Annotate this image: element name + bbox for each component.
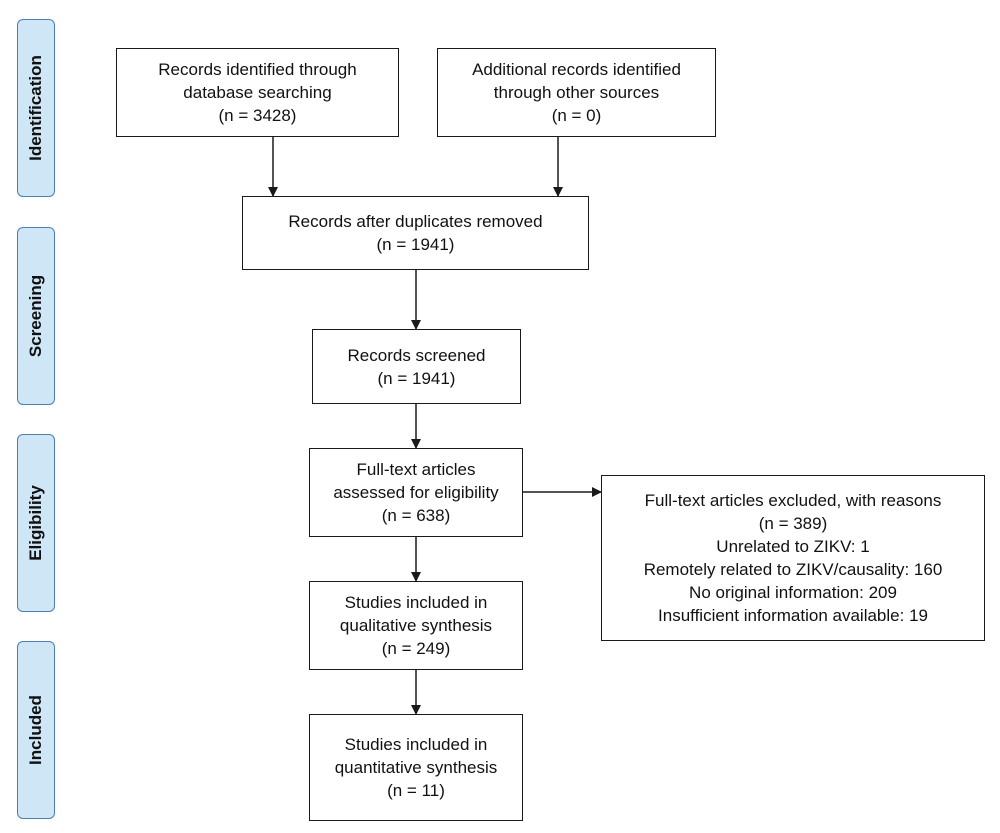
quantitative-count: (n = 11) — [387, 781, 445, 800]
quantitative-line1: Studies included in — [344, 735, 488, 754]
phase-screening: Screening — [17, 227, 55, 405]
excluded-reason: Unrelated to ZIKV: 1 — [716, 537, 870, 556]
full-text-assessed-box: Full-text articles assessed for eligibil… — [309, 448, 523, 537]
excluded-reason: Insufficient information available: 19 — [658, 606, 928, 625]
records-screened-box: Records screened (n = 1941) — [312, 329, 521, 404]
duplicates-removed-box: Records after duplicates removed (n = 19… — [242, 196, 589, 270]
database-search-line1: Records identified through — [158, 60, 357, 79]
full-text-count: (n = 638) — [381, 506, 451, 525]
duplicates-removed-line1: Records after duplicates removed — [288, 212, 543, 231]
excluded-reason: No original information: 209 — [689, 583, 897, 602]
database-search-line2: database searching — [183, 83, 332, 102]
excluded-reason: Remotely related to ZIKV/causality: 160 — [643, 560, 943, 579]
excluded-line1: Full-text articles excluded, with reason… — [644, 491, 942, 510]
quantitative-synthesis-box: Studies included in quantitative synthes… — [309, 714, 523, 821]
excluded-count: (n = 389) — [758, 514, 828, 533]
other-sources-line1: Additional records identified — [472, 60, 681, 79]
full-text-excluded-box: Full-text articles excluded, with reason… — [601, 475, 985, 641]
full-text-line2: assessed for eligibility — [333, 483, 499, 502]
qualitative-synthesis-box: Studies included in qualitative synthesi… — [309, 581, 523, 670]
other-sources-box: Additional records identified through ot… — [437, 48, 716, 137]
database-search-box: Records identified through database sear… — [116, 48, 399, 137]
phase-included: Included — [17, 641, 55, 819]
database-search-count: (n = 3428) — [218, 106, 297, 125]
qualitative-count: (n = 249) — [381, 639, 451, 658]
qualitative-line1: Studies included in — [344, 593, 488, 612]
full-text-line1: Full-text articles — [356, 460, 476, 479]
other-sources-count: (n = 0) — [551, 106, 602, 125]
phase-identification: Identification — [17, 19, 55, 197]
phase-eligibility: Eligibility — [17, 434, 55, 612]
records-screened-count: (n = 1941) — [377, 368, 456, 388]
other-sources-line2: through other sources — [493, 83, 660, 102]
quantitative-line2: quantitative synthesis — [334, 758, 498, 777]
duplicates-removed-count: (n = 1941) — [376, 235, 455, 254]
records-screened-line1: Records screened — [347, 345, 486, 365]
qualitative-line2: qualitative synthesis — [339, 616, 493, 635]
